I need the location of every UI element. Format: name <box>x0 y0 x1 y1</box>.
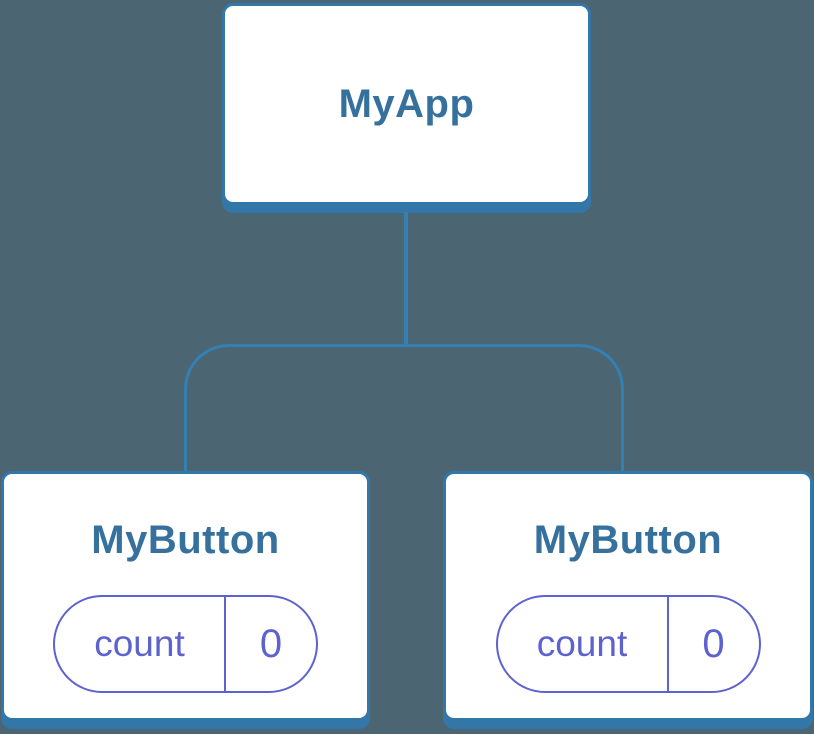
state-pill: count 0 <box>495 595 761 693</box>
state-pill: count 0 <box>53 595 318 693</box>
node-myapp: MyApp <box>222 3 591 205</box>
state-value: 0 <box>702 621 725 666</box>
state-name: count <box>55 597 226 691</box>
node-mybutton-left: MyButton count 0 <box>1 471 370 721</box>
node-mybutton-right: MyButton count 0 <box>443 471 813 721</box>
node-mybutton-left-label: MyButton <box>91 518 280 562</box>
node-mybutton-right-label: MyButton <box>533 518 723 562</box>
node-myapp-label: MyApp <box>338 81 475 126</box>
connector-stem <box>404 212 408 346</box>
state-value: 0 <box>259 621 283 666</box>
connector-branch <box>184 344 624 471</box>
state-name: count <box>498 597 669 691</box>
